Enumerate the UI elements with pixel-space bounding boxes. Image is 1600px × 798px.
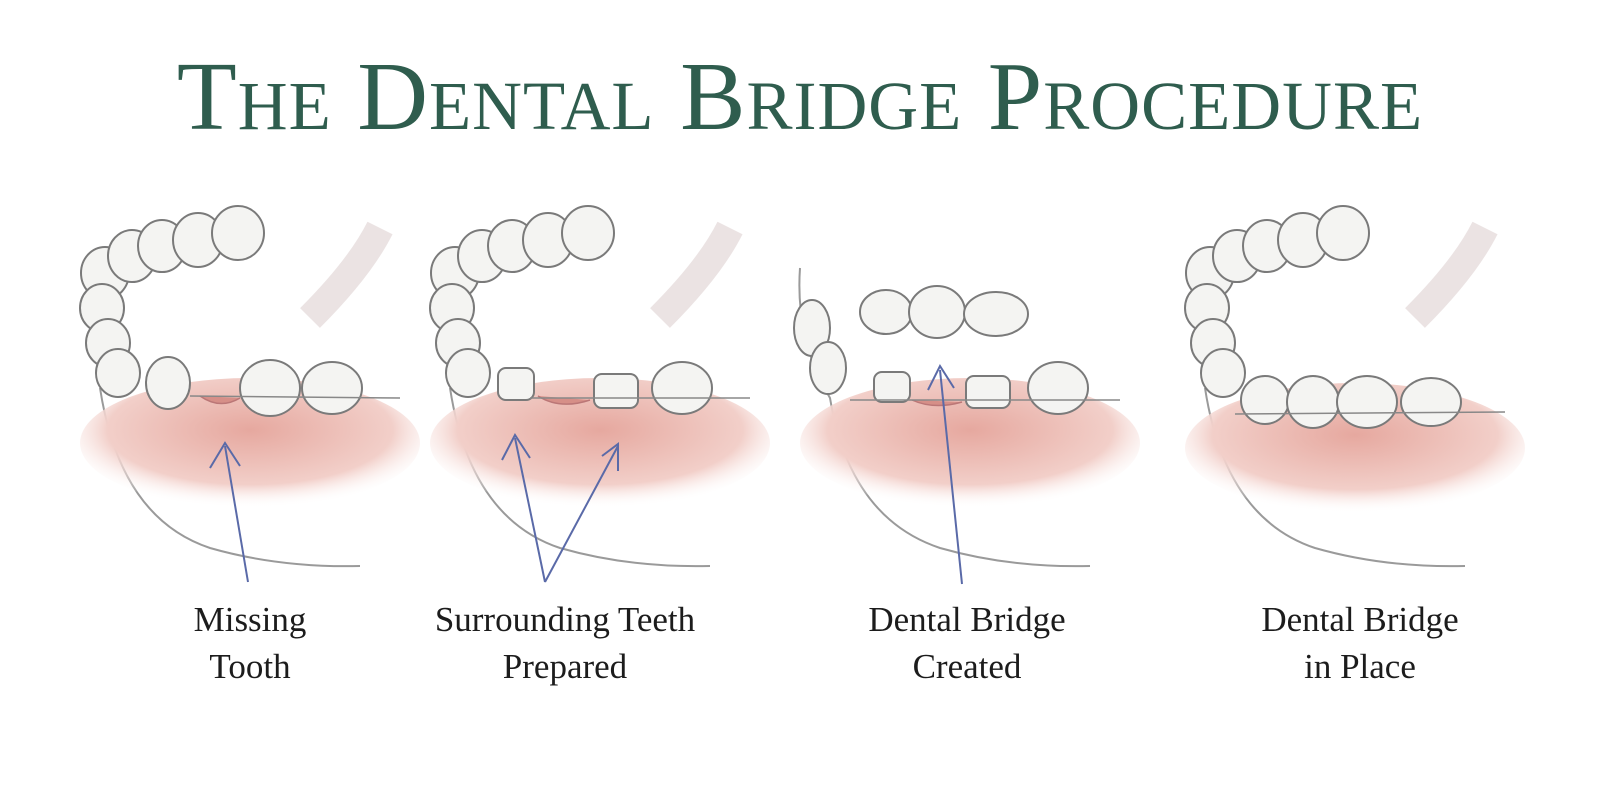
step-2-caption: Surrounding Teeth Prepared (375, 596, 755, 690)
step-1-illustration (60, 188, 440, 608)
upper-arch-teeth (429, 205, 615, 398)
diagram-title: The Dental Bridge Procedure (176, 43, 1424, 151)
step-3-caption: Dental Bridge Created (777, 596, 1157, 690)
step-2-caption-line1: Surrounding Teeth (434, 600, 696, 639)
step-1-caption-line1: Missing (193, 600, 307, 639)
step-4-caption: Dental Bridge in Place (1170, 596, 1550, 690)
step-1-caption: Missing Tooth (60, 596, 440, 690)
step-2-illustration (410, 188, 790, 608)
arrow-bridge (939, 369, 963, 585)
step-4-caption-line2: in Place (1304, 647, 1416, 686)
upper-arch-teeth (79, 205, 265, 398)
arrow-right-abutment (544, 445, 619, 583)
jaw-ramus (300, 221, 393, 328)
jaw-ramus (1405, 221, 1498, 328)
empty-socket (199, 395, 241, 405)
step-2-caption-line2: Prepared (502, 647, 628, 686)
empty-socket (911, 399, 963, 407)
step-3-illustration (790, 188, 1170, 608)
upper-arch-teeth (1184, 205, 1370, 398)
lower-teeth (497, 361, 713, 415)
arrow-left-abutment (514, 437, 546, 583)
step-3-caption-line1: Dental Bridge (868, 600, 1066, 639)
jaw-prepared-teeth (429, 205, 770, 583)
jaw-with-bridge-above (793, 267, 1140, 585)
step-3-caption-line2: Created (912, 647, 1022, 686)
jaw-missing-tooth (79, 205, 420, 583)
lower-teeth (145, 356, 363, 417)
bridge-unit (859, 285, 1029, 339)
arrow-missing-tooth (224, 445, 249, 583)
jaw-bridge-in-place (1184, 205, 1525, 568)
step-1-caption-line2: Tooth (209, 647, 291, 686)
step-4-illustration (1165, 188, 1545, 608)
lower-teeth-with-bridge (1240, 375, 1462, 429)
jaw-ramus (650, 221, 743, 328)
step-4-caption-line1: Dental Bridge (1261, 600, 1459, 639)
